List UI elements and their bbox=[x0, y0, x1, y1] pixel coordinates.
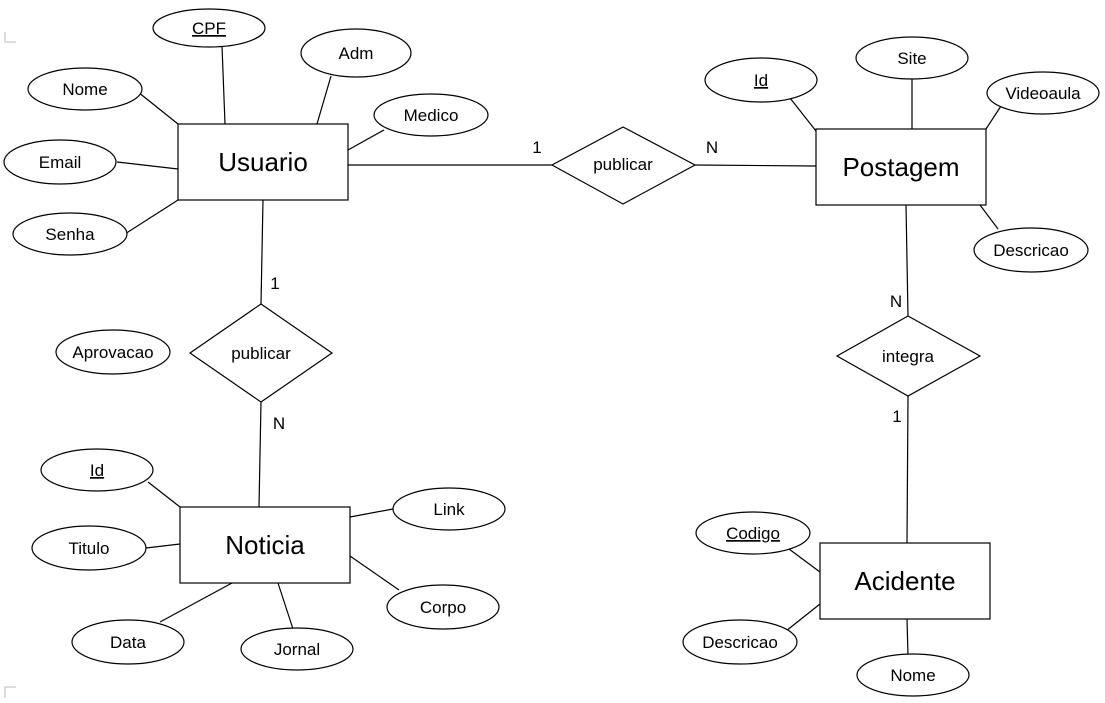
entity-noticia-label: Noticia bbox=[225, 530, 305, 560]
attribute-postagem-descricao: Descricao bbox=[973, 227, 1089, 273]
entity-usuario-label: Usuario bbox=[218, 147, 308, 177]
attribute-usuario-medico: Medico bbox=[373, 93, 489, 137]
connector-postagem-descricao bbox=[979, 204, 999, 230]
entity-postagem-label: Postagem bbox=[842, 152, 959, 182]
connector-noticia-data bbox=[159, 582, 233, 623]
attribute-noticia-titulo: Titulo bbox=[31, 525, 147, 571]
connector-noticia-titulo bbox=[145, 543, 181, 549]
attribute-acidente-nome-label: Nome bbox=[890, 666, 935, 685]
attribute-noticia-titulo-label: Titulo bbox=[69, 539, 110, 558]
attribute-usuario-nome-label: Nome bbox=[62, 80, 107, 99]
connector-noticia-jornal bbox=[277, 582, 294, 630]
attribute-noticia-link: Link bbox=[392, 487, 506, 531]
connector-usuario-nome bbox=[137, 91, 179, 125]
relationship-publicar-noticia: publicar bbox=[188, 303, 334, 403]
attribute-noticia-id: Id bbox=[40, 448, 154, 492]
cardinality-usuario-publicar-postagem: 1 bbox=[532, 138, 541, 157]
connector-usuario-publicar-noticia bbox=[260, 199, 264, 305]
cardinality-usuario-publicar-noticia: 1 bbox=[270, 274, 279, 293]
attribute-usuario-adm-label: Adm bbox=[339, 44, 374, 63]
connector-publicar-noticia bbox=[258, 401, 262, 508]
connector-usuario-email bbox=[116, 161, 179, 170]
attribute-acidente-codigo: Codigo bbox=[695, 511, 811, 555]
attribute-noticia-link-label: Link bbox=[433, 500, 465, 519]
entity-acidente-label: Acidente bbox=[854, 566, 955, 596]
attribute-postagem-id-label: Id bbox=[754, 71, 768, 90]
relationship-publicar-noticia-label: publicar bbox=[231, 344, 291, 363]
entity-postagem: Postagem bbox=[815, 128, 987, 206]
attribute-usuario-cpf: CPF bbox=[152, 8, 266, 48]
attribute-aprovacao: Aprovacao bbox=[55, 329, 171, 375]
attribute-acidente-descricao: Descricao bbox=[682, 619, 798, 665]
attribute-postagem-site-label: Site bbox=[897, 49, 926, 68]
attribute-acidente-codigo-label: Codigo bbox=[726, 524, 780, 543]
page-corner-mark-bottom bbox=[4, 686, 16, 698]
attribute-noticia-id-label: Id bbox=[90, 461, 104, 480]
attribute-noticia-jornal: Jornal bbox=[240, 627, 354, 671]
entity-noticia: Noticia bbox=[179, 506, 351, 584]
connector-acidente-nome bbox=[906, 618, 909, 657]
attribute-usuario-senha-label: Senha bbox=[45, 225, 95, 244]
attribute-aprovacao-label: Aprovacao bbox=[72, 343, 153, 362]
connector-noticia-id bbox=[147, 481, 181, 508]
connector-usuario-medico bbox=[347, 129, 385, 151]
connector-noticia-link bbox=[349, 508, 394, 518]
connector-usuario-adm bbox=[316, 75, 332, 125]
relationship-publicar-postagem: publicar bbox=[550, 126, 697, 205]
page-corner-mark-top bbox=[4, 32, 16, 43]
connector-postagem-videoaula bbox=[985, 105, 1002, 130]
connector-noticia-corpo bbox=[349, 555, 400, 591]
connector-integra-acidente bbox=[906, 395, 909, 544]
attribute-noticia-corpo: Corpo bbox=[386, 584, 500, 630]
attribute-acidente-nome: Nome bbox=[856, 653, 970, 697]
attribute-postagem-id: Id bbox=[704, 57, 818, 103]
attribute-usuario-cpf-label: CPF bbox=[192, 19, 226, 38]
connector-acidente-codigo bbox=[788, 548, 821, 573]
relationship-publicar-postagem-label: publicar bbox=[593, 155, 653, 174]
cardinality-acidente-integra: 1 bbox=[892, 407, 901, 426]
cardinality-postagem-integra: N bbox=[890, 292, 902, 311]
attribute-usuario-email-label: Email bbox=[39, 153, 82, 172]
connector-publicar-postagem bbox=[694, 164, 817, 167]
attribute-usuario-medico-label: Medico bbox=[404, 106, 459, 125]
cardinality-noticia-publicar: N bbox=[273, 414, 285, 433]
relationship-integra-label: integra bbox=[882, 347, 935, 366]
attribute-noticia-data-label: Data bbox=[110, 633, 146, 652]
attribute-noticia-jornal-label: Jornal bbox=[274, 640, 320, 659]
attribute-usuario-adm: Adm bbox=[300, 28, 412, 78]
relationship-integra: integra bbox=[835, 315, 982, 397]
attribute-usuario-email: Email bbox=[3, 139, 117, 185]
connector-acidente-descricao bbox=[785, 603, 821, 632]
attribute-noticia-corpo-label: Corpo bbox=[420, 598, 466, 617]
entity-usuario: Usuario bbox=[177, 123, 349, 201]
attribute-usuario-nome: Nome bbox=[27, 67, 143, 111]
attribute-noticia-data: Data bbox=[71, 619, 185, 665]
attribute-usuario-senha: Senha bbox=[12, 212, 128, 256]
attribute-acidente-descricao-label: Descricao bbox=[702, 633, 778, 652]
cardinality-postagem-publicar: N bbox=[706, 138, 718, 157]
attribute-postagem-descricao-label: Descricao bbox=[993, 241, 1069, 260]
attribute-postagem-site: Site bbox=[855, 36, 969, 80]
connector-usuario-senha bbox=[124, 199, 179, 235]
attribute-postagem-videoaula-label: Videoaula bbox=[1005, 84, 1081, 103]
connector-postagem-id bbox=[789, 97, 817, 132]
entity-acidente: Acidente bbox=[819, 542, 991, 620]
connector-postagem-integra bbox=[905, 204, 909, 317]
attribute-postagem-videoaula: Videoaula bbox=[986, 71, 1100, 115]
connector-usuario-cpf bbox=[221, 45, 226, 125]
